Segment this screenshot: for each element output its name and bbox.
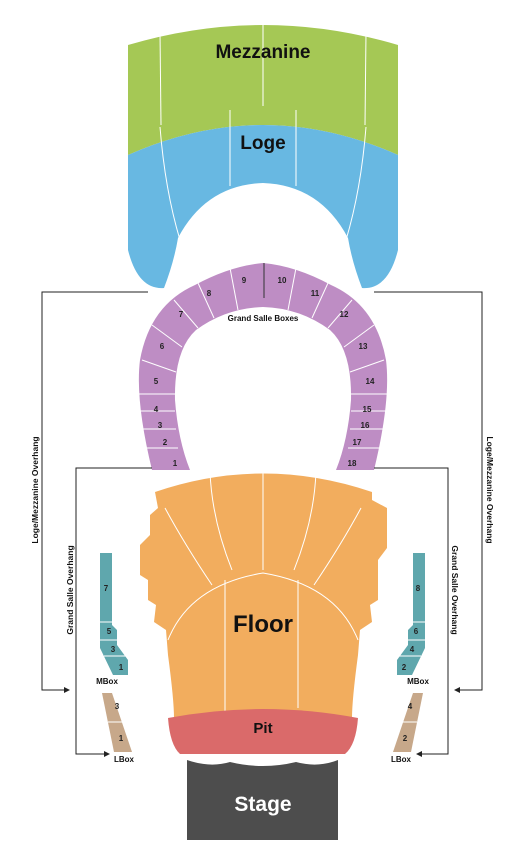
section-pit[interactable] xyxy=(168,709,358,754)
grand-salle-overhang-line-right xyxy=(374,467,449,755)
box-6[interactable]: 6 xyxy=(160,342,165,351)
floor-label: Floor xyxy=(233,611,293,638)
loge-mezzanine-overhang-right: Loge/Mezzanine Overhang xyxy=(485,436,495,543)
mbox-left-3[interactable]: 3 xyxy=(111,645,116,654)
lbox-right-label: LBox xyxy=(391,755,412,764)
box-13[interactable]: 13 xyxy=(359,342,368,351)
box-9[interactable]: 9 xyxy=(242,276,247,285)
loge-mezzanine-overhang-line-right xyxy=(374,291,483,691)
loge-label: Loge xyxy=(240,133,285,154)
grand-salle-overhang-line-left xyxy=(75,467,152,755)
box-2[interactable]: 2 xyxy=(163,438,168,447)
box-10[interactable]: 10 xyxy=(278,276,287,285)
section-grand-salle-boxes[interactable] xyxy=(138,263,388,470)
mbox-left[interactable] xyxy=(100,553,128,675)
mbox-right[interactable] xyxy=(397,553,425,675)
box-16[interactable]: 16 xyxy=(361,421,370,430)
lbox-right-2[interactable]: 2 xyxy=(403,734,408,743)
lbox-left-label: LBox xyxy=(114,755,135,764)
loge-mezzanine-overhang-line-left xyxy=(41,291,148,691)
mbox-left-label: MBox xyxy=(96,677,118,686)
box-5[interactable]: 5 xyxy=(154,377,159,386)
mbox-right-label: MBox xyxy=(407,677,429,686)
mbox-right-2[interactable]: 2 xyxy=(402,663,407,672)
box-17[interactable]: 17 xyxy=(353,438,362,447)
box-8[interactable]: 8 xyxy=(207,289,212,298)
box-7[interactable]: 7 xyxy=(179,310,184,319)
mezzanine-label: Mezzanine xyxy=(215,42,310,63)
section-floor[interactable] xyxy=(140,473,387,719)
box-4[interactable]: 4 xyxy=(154,405,159,414)
mbox-left-7[interactable]: 7 xyxy=(104,584,109,593)
grand-salle-overhang-left: Grand Salle Overhang xyxy=(65,545,75,634)
pit-label: Pit xyxy=(253,720,272,737)
loge-mezzanine-overhang-left: Loge/Mezzanine Overhang xyxy=(30,436,40,543)
box-1[interactable]: 1 xyxy=(173,459,178,468)
box-12[interactable]: 12 xyxy=(340,310,349,319)
box-3[interactable]: 3 xyxy=(158,421,163,430)
mbox-right-8[interactable]: 8 xyxy=(416,584,421,593)
box-11[interactable]: 11 xyxy=(311,289,320,298)
box-14[interactable]: 14 xyxy=(366,377,375,386)
mbox-left-1[interactable]: 1 xyxy=(119,663,124,672)
lbox-left-3[interactable]: 3 xyxy=(115,702,120,711)
lbox-right-4[interactable]: 4 xyxy=(408,702,413,711)
section-loge[interactable] xyxy=(128,125,398,289)
stage-label: Stage xyxy=(234,793,291,816)
lbox-left-1[interactable]: 1 xyxy=(119,734,124,743)
grand-salle-boxes-label: Grand Salle Boxes xyxy=(228,314,299,323)
lbox-left[interactable] xyxy=(102,693,132,752)
mbox-right-4[interactable]: 4 xyxy=(410,645,415,654)
box-15[interactable]: 15 xyxy=(363,405,372,414)
grand-salle-overhang-right: Grand Salle Overhang xyxy=(450,545,460,634)
box-18[interactable]: 18 xyxy=(348,459,357,468)
lbox-right[interactable] xyxy=(393,693,423,752)
mbox-left-5[interactable]: 5 xyxy=(107,627,112,636)
stage xyxy=(187,760,338,840)
mbox-right-6[interactable]: 6 xyxy=(414,627,419,636)
